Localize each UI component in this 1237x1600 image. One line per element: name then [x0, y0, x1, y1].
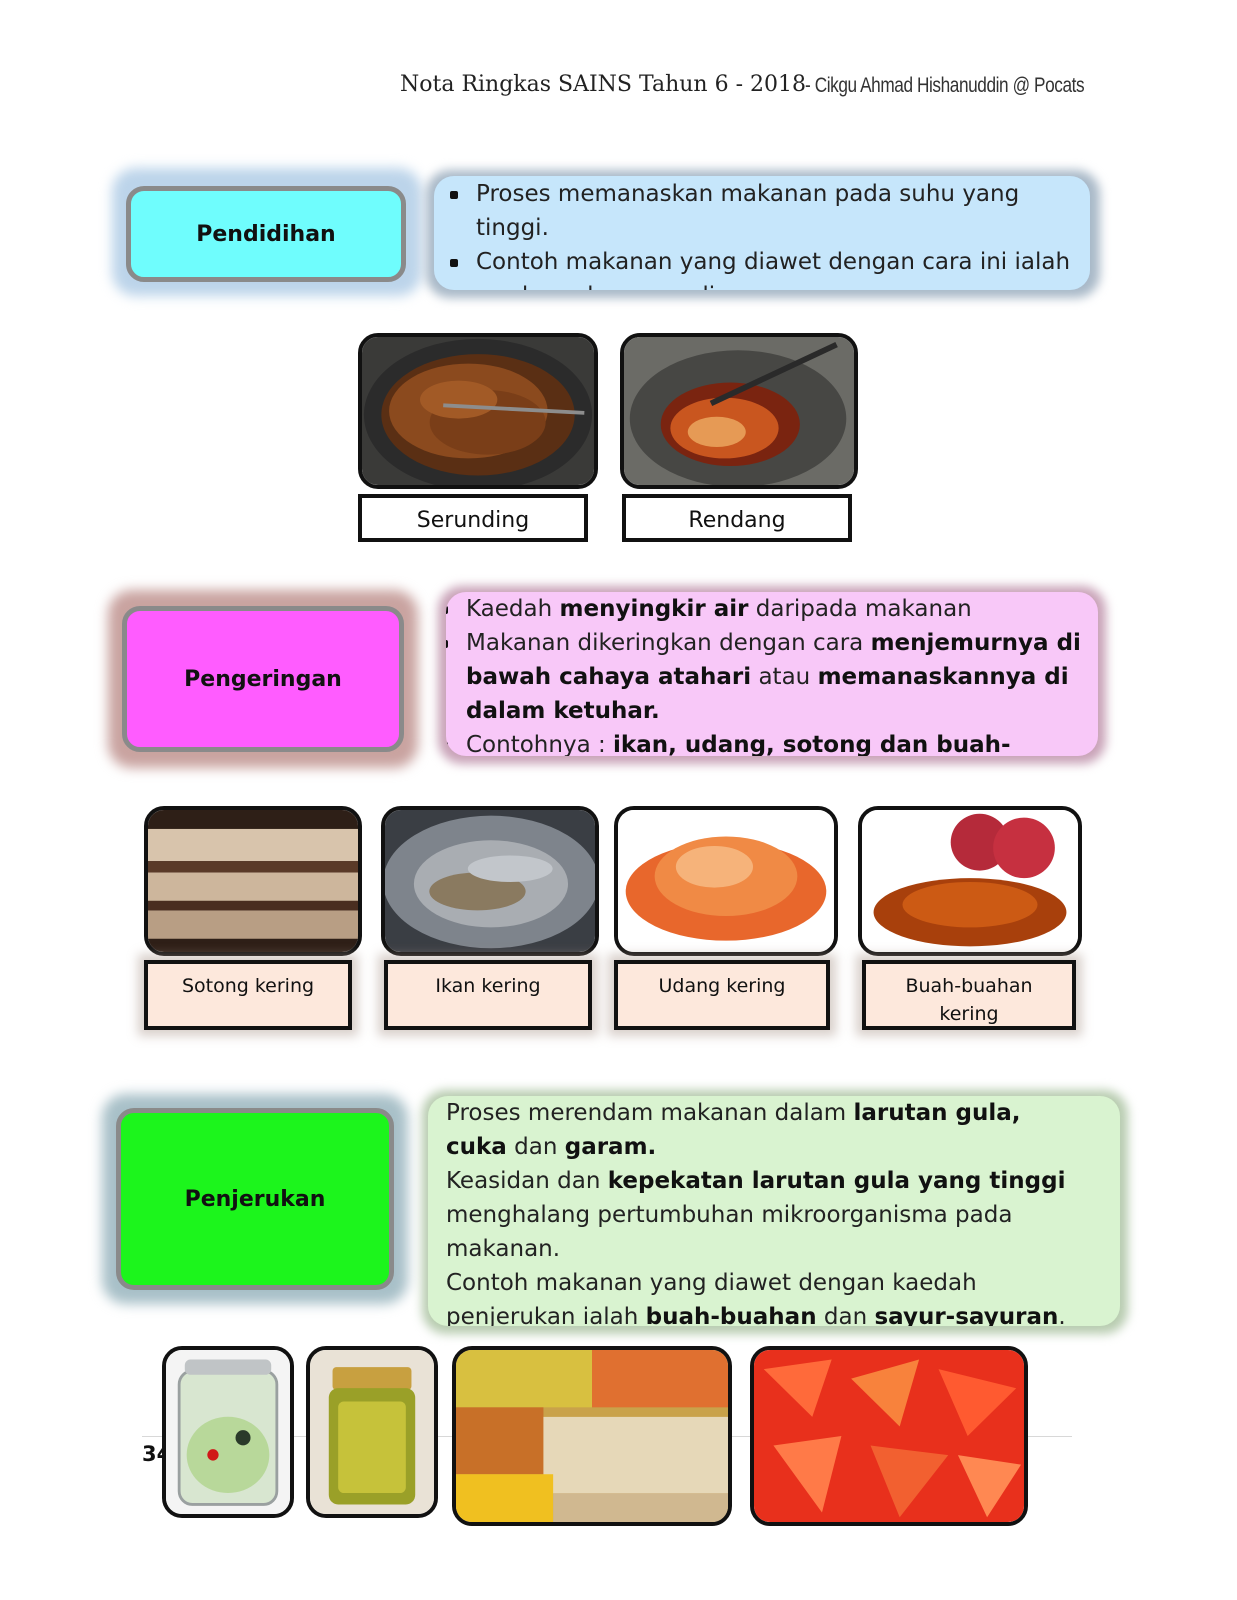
bullet-point: Keasidan dan kepekatan larutan gula yang…	[428, 1164, 1080, 1266]
caption-serunding: Serunding	[358, 494, 588, 542]
bullet-point: Makanan dikeringkan dengan cara menjemur…	[446, 626, 1088, 728]
desc-box-penjerukan: Proses merendam makanan dalam larutan gu…	[428, 1096, 1120, 1326]
bullet-point: Proses merendam makanan dalam larutan gu…	[428, 1096, 1080, 1164]
pickled-chili-jar-photo	[306, 1346, 438, 1518]
caption-buah-buahan-kering: Buah-buahan kering	[862, 960, 1076, 1030]
dried-squid-photo	[144, 806, 362, 956]
method-label-penjerukan: Penjerukan	[116, 1108, 394, 1290]
desc-box-pendidihan: Proses memanaskan makanan pada suhu yang…	[434, 176, 1090, 290]
desc-box-pengeringan: Kaedah menyingkir air daripada makanan M…	[446, 592, 1098, 756]
caption-ikan-kering: Ikan kering	[384, 960, 592, 1030]
bullet-point: Kaedah menyingkir air daripada makanan	[446, 592, 1088, 626]
bullet-point: Proses memanaskan makanan pada suhu yang…	[450, 177, 1082, 245]
bullet-point: Contoh makanan yang diawet dengan kaedah…	[428, 1266, 1080, 1326]
bullet-point: Contoh makanan yang diawet dengan cara i…	[450, 245, 1082, 290]
caption-udang-kering: Udang kering	[614, 960, 830, 1030]
header-title: Nota Ringkas SAINS Tahun 6 - 2018	[400, 72, 806, 97]
caption-rendang: Rendang	[622, 494, 852, 542]
pickle-jar-photo	[162, 1346, 294, 1518]
dried-fish-photo	[381, 806, 599, 956]
dried-fruit-photo	[858, 806, 1082, 956]
method-label-pendidihan: Pendidihan	[126, 186, 406, 282]
mixed-pickles-photo	[452, 1346, 732, 1526]
pickled-fruit-photo	[750, 1346, 1028, 1526]
caption-sotong-kering: Sotong kering	[144, 960, 352, 1030]
bullet-point: Contohnya : ikan, udang, sotong dan buah…	[446, 728, 1088, 756]
method-label-pengeringan: Pengeringan	[122, 606, 404, 752]
rendang-photo	[620, 333, 858, 489]
dried-shrimp-photo	[614, 806, 838, 956]
serunding-photo	[358, 333, 598, 489]
header-author: - Cikgu Ahmad Hishanuddin @ Pocats	[805, 74, 1085, 97]
